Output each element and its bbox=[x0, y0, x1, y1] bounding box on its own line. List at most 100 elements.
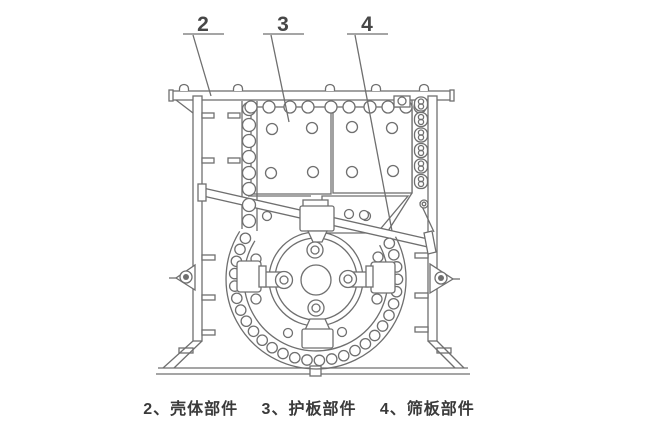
screen-hole bbox=[349, 344, 361, 357]
wall-tab bbox=[201, 157, 215, 164]
brace-right-cap bbox=[423, 230, 437, 255]
callout-3-leader bbox=[270, 34, 290, 123]
plate-bolt-hole bbox=[345, 120, 359, 134]
chain-link-roller bbox=[417, 103, 425, 110]
base-slant bbox=[427, 340, 456, 369]
chain-curtain bbox=[393, 95, 429, 190]
casing-bolt bbox=[282, 327, 294, 339]
casing-bolt bbox=[261, 210, 273, 222]
plate-bolt-hole bbox=[345, 165, 359, 179]
hammer-head-west bbox=[236, 260, 262, 293]
chain-link-roller bbox=[417, 165, 425, 172]
beam-bolt bbox=[232, 83, 244, 91]
wall-tab bbox=[201, 329, 216, 336]
screen-outer-arc bbox=[225, 230, 407, 370]
casing-bolt bbox=[250, 293, 262, 305]
bearing-hub-pin bbox=[183, 274, 189, 280]
screen-hole bbox=[230, 292, 243, 305]
rotor-shaft bbox=[300, 264, 332, 296]
screen-hole bbox=[256, 334, 269, 347]
chain-bracket-bolt bbox=[397, 96, 407, 106]
screen-hole bbox=[359, 337, 372, 350]
screen-pivot-block bbox=[309, 365, 322, 377]
side-bearing-right bbox=[429, 262, 460, 295]
beam-bolt bbox=[418, 83, 430, 91]
wall-tab bbox=[414, 326, 429, 333]
top-beam-right-cap bbox=[449, 89, 455, 102]
casing-bolt bbox=[336, 326, 348, 338]
hammer-collar-west bbox=[258, 265, 267, 288]
top-bolt bbox=[301, 100, 315, 114]
screen-hole bbox=[240, 315, 253, 328]
casing-bolt bbox=[371, 293, 383, 305]
hammer-head-north bbox=[299, 205, 335, 232]
hammer-pivot-east-pin bbox=[343, 274, 353, 284]
guard-plate-right bbox=[332, 106, 413, 194]
screen-hole bbox=[387, 297, 400, 310]
rivet-seam bbox=[241, 101, 258, 231]
bearing-hub-pin bbox=[438, 275, 444, 281]
chain-link-roller bbox=[417, 134, 425, 141]
rivet-circle bbox=[241, 181, 257, 197]
screen-hole bbox=[301, 354, 313, 366]
screen-hole bbox=[368, 329, 381, 342]
chain-links bbox=[413, 96, 429, 190]
hammer-collar-east bbox=[365, 265, 374, 288]
screen-hole bbox=[376, 320, 389, 332]
base-slant bbox=[173, 340, 203, 369]
screen-hole bbox=[325, 353, 338, 365]
screen-hole bbox=[383, 237, 396, 250]
beam-bolts bbox=[178, 83, 430, 91]
wall-tab bbox=[414, 292, 429, 299]
hammer-neck-north bbox=[306, 230, 329, 243]
callout-4-number: 4 bbox=[361, 13, 373, 36]
beam-bolt bbox=[178, 83, 190, 91]
wall-tab bbox=[227, 112, 241, 119]
screen-hole bbox=[288, 351, 301, 364]
rotor-assembly bbox=[236, 199, 396, 349]
guard-plates bbox=[248, 106, 435, 234]
casing-bolt bbox=[358, 209, 370, 221]
chute-pin-center bbox=[421, 201, 427, 207]
chain-link-roller bbox=[417, 149, 425, 157]
top-beam-left-cap bbox=[168, 89, 174, 102]
wall-tab bbox=[201, 254, 216, 261]
top-bolt bbox=[244, 100, 258, 114]
corner-gusset bbox=[175, 99, 194, 114]
screen-hole bbox=[337, 349, 350, 362]
casing-bolt bbox=[372, 251, 384, 263]
plate-bolt-hole bbox=[385, 121, 399, 135]
plate-bolt-hole bbox=[305, 121, 319, 135]
rotor-pin-top-center bbox=[310, 245, 320, 255]
guard-plate-left bbox=[250, 106, 332, 195]
base-slant bbox=[436, 340, 465, 369]
plate-bolt-hole bbox=[386, 164, 400, 178]
callouts: 2 3 4 bbox=[183, 13, 393, 232]
screen-hole bbox=[387, 248, 400, 261]
shell-housing bbox=[168, 83, 455, 354]
right-wall bbox=[427, 95, 438, 342]
screen-hole bbox=[383, 309, 395, 322]
callout-4-leader bbox=[354, 34, 393, 232]
hammer-pivot-west-pin bbox=[279, 275, 289, 285]
screen-hole bbox=[313, 354, 326, 367]
panel-bolt-hole bbox=[343, 208, 355, 220]
screen-plate bbox=[225, 230, 407, 370]
top-bolt bbox=[342, 100, 356, 114]
top-bolt bbox=[324, 100, 338, 114]
beam-bolt bbox=[324, 83, 336, 91]
screen-hole bbox=[247, 325, 260, 338]
base-frame bbox=[156, 340, 470, 377]
rivet-circle bbox=[241, 165, 257, 181]
screen-hole bbox=[266, 341, 278, 354]
rivet-circle bbox=[241, 149, 257, 165]
wall-tab bbox=[201, 294, 216, 301]
plate-bolt-hole bbox=[264, 166, 278, 180]
legend-item-screen-plate: 4、筛板部件 bbox=[379, 401, 475, 418]
brace-left-cap bbox=[197, 183, 207, 202]
hammer-head-south bbox=[301, 328, 334, 349]
rivet-circle bbox=[241, 197, 257, 213]
plate-bolt-hole bbox=[306, 165, 320, 179]
